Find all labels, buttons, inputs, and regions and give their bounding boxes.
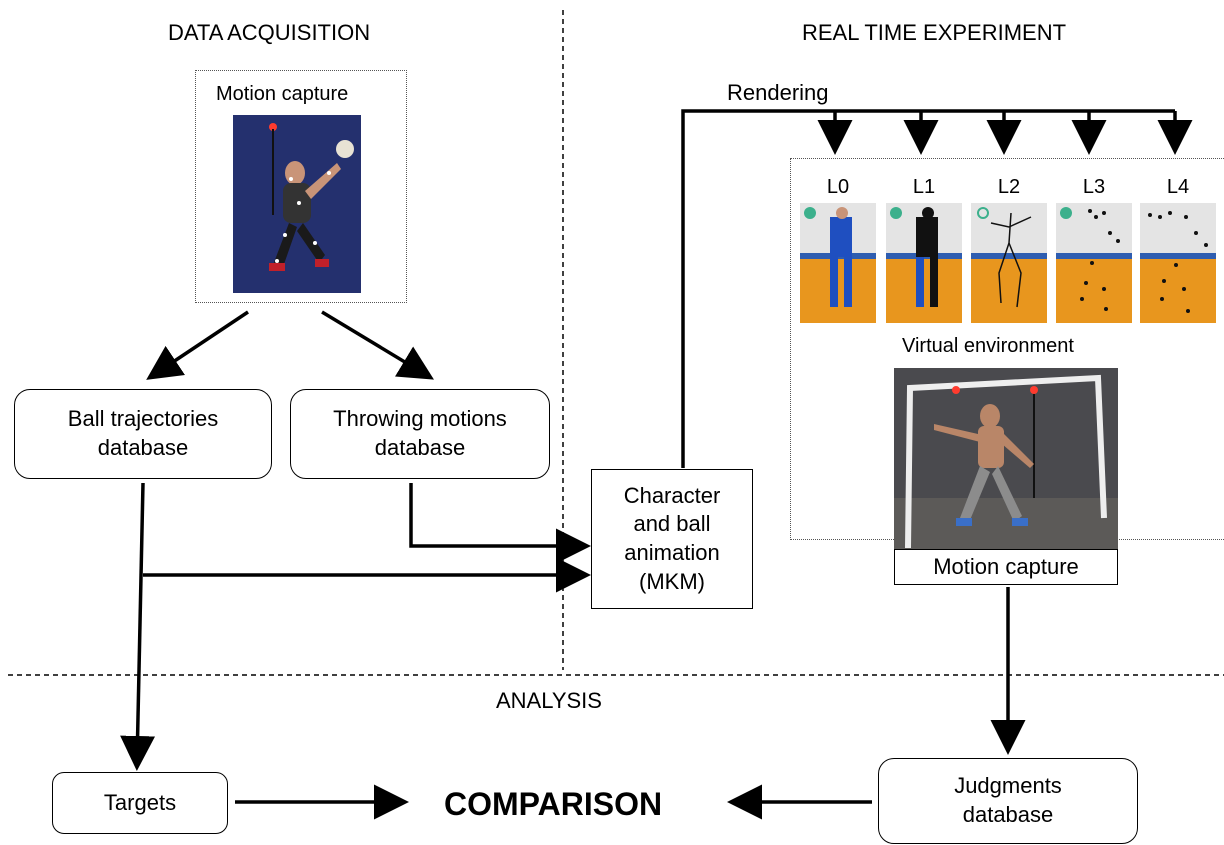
arrow-ball-to-targets bbox=[120, 482, 156, 771]
section-title-analysis: ANALYSIS bbox=[496, 688, 602, 713]
character-line-2: and ball bbox=[633, 511, 711, 537]
throwing-motions-line-2: database bbox=[374, 435, 466, 460]
character-line-1: Character bbox=[623, 482, 721, 508]
throwing-motions-database-box: Throwing motions database bbox=[290, 389, 550, 479]
section-title-data-acquisition: DATA ACQUISITION bbox=[168, 20, 371, 45]
thumbnail-l4 bbox=[1140, 203, 1216, 323]
thumbnail-l2 bbox=[971, 203, 1047, 323]
motion-capture-box: Motion capture bbox=[894, 549, 1118, 585]
thumbnail-l0 bbox=[800, 203, 876, 323]
character-animation-box: Character and ball animation (MKM) bbox=[591, 469, 753, 609]
character-line-3: animation bbox=[624, 540, 720, 565]
thumbnail-l1 bbox=[886, 203, 962, 323]
character-line-4: (MKM) bbox=[639, 568, 705, 594]
level-label-l0: L0 bbox=[826, 176, 850, 198]
ball-trajectories-line-1: Ball trajectories bbox=[67, 406, 219, 432]
judgments-database-box: Judgments database bbox=[878, 758, 1138, 844]
level-label-l2: L2 bbox=[997, 176, 1021, 198]
lab-photo bbox=[894, 368, 1118, 551]
targets-box: Targets bbox=[52, 772, 228, 834]
virtual-environment-label: Virtual environment bbox=[902, 335, 1074, 357]
motion-capture-label-top: Motion capture bbox=[216, 83, 349, 105]
judgments-line-1: Judgments bbox=[954, 773, 1062, 799]
thumbnail-l3 bbox=[1056, 203, 1132, 323]
motion-capture-panel bbox=[195, 70, 407, 303]
motion-capture-label-bottom: Motion capture bbox=[933, 553, 1079, 579]
ball-trajectories-database-box: Ball trajectories database bbox=[14, 389, 272, 479]
arrow-mocap-to-ball bbox=[146, 310, 249, 380]
thrower-photo bbox=[233, 115, 361, 293]
judgments-line-2: database bbox=[962, 802, 1054, 827]
ball-trajectories-line-2: database bbox=[97, 435, 189, 460]
level-label-l1: L1 bbox=[912, 176, 936, 198]
targets-label: Targets bbox=[103, 789, 177, 815]
level-label-l3: L3 bbox=[1082, 176, 1106, 198]
level-label-l4: L4 bbox=[1166, 176, 1190, 198]
section-title-real-time-experiment: REAL TIME EXPERIMENT bbox=[802, 20, 1067, 45]
arrow-mocap-to-throwing bbox=[321, 310, 434, 380]
rendering-label: Rendering bbox=[727, 80, 829, 105]
comparison-label: COMPARISON bbox=[444, 786, 663, 822]
rendering-path bbox=[681, 109, 1175, 468]
throwing-motions-line-1: Throwing motions bbox=[333, 406, 507, 432]
arrow-throwing-to-character bbox=[409, 483, 591, 564]
